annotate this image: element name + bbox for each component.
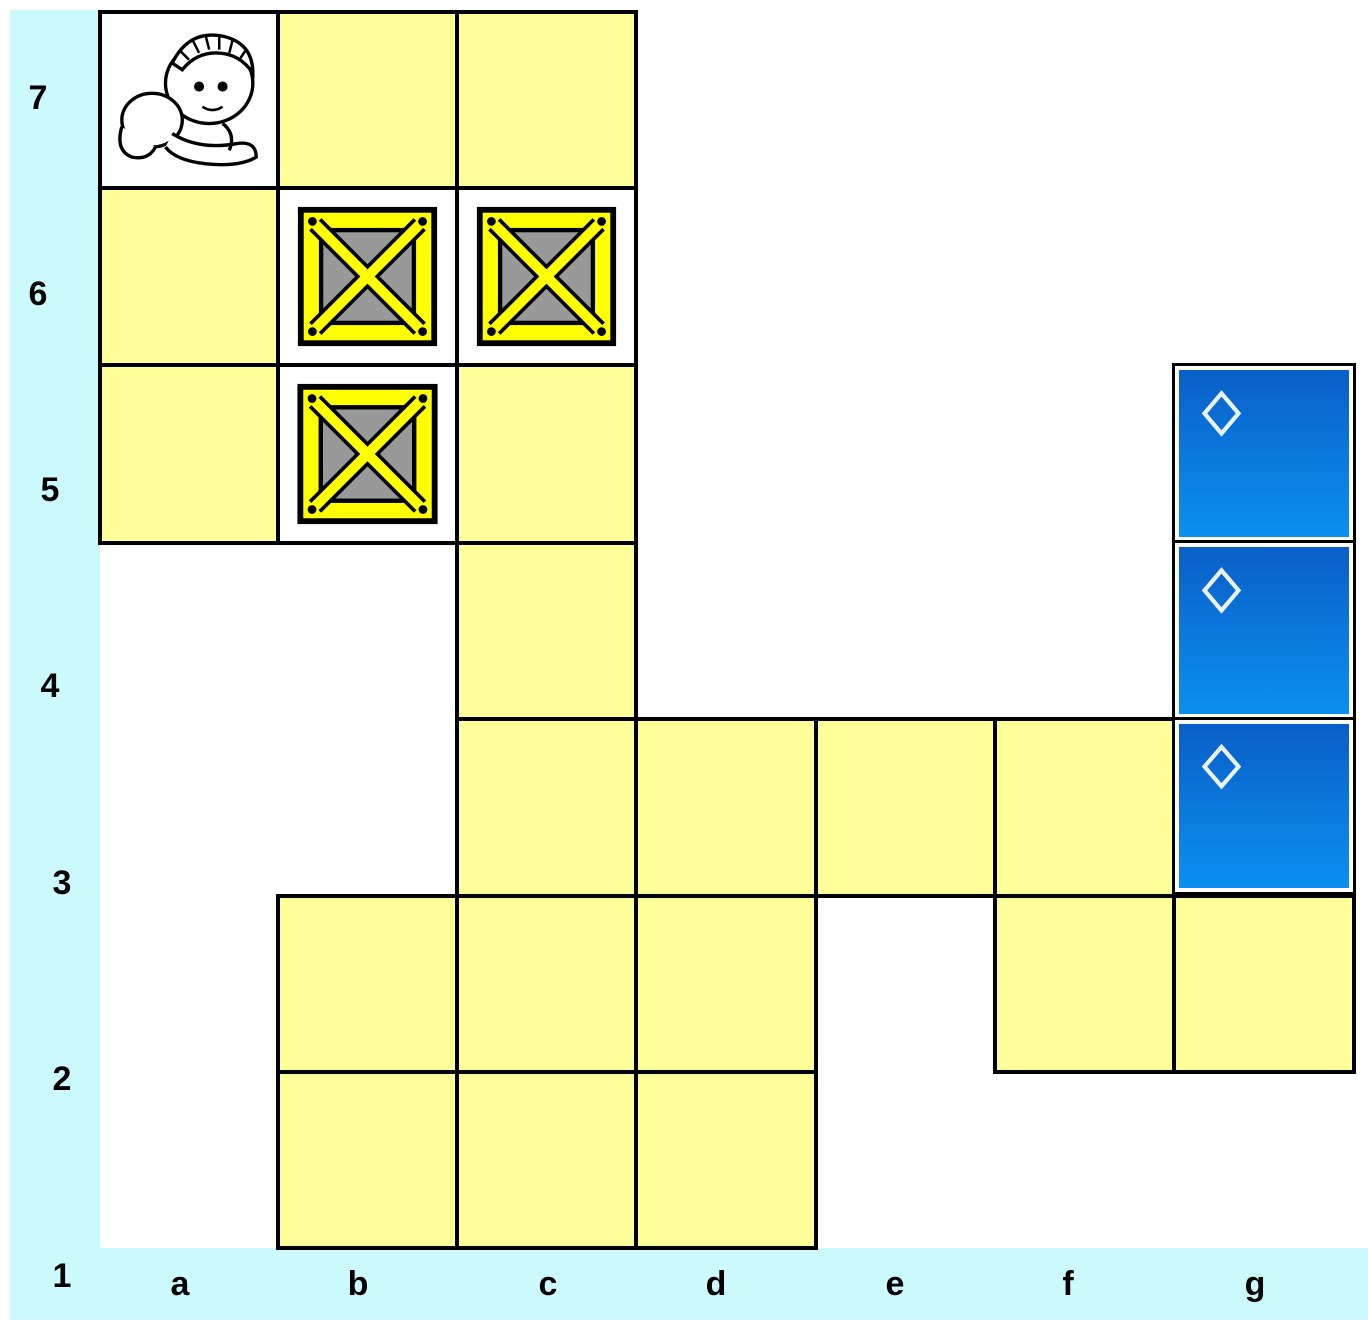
boy-icon <box>104 16 274 184</box>
column-label-d: d <box>706 1267 727 1301</box>
column-label-e: e <box>886 1267 905 1301</box>
row-label-5: 5 <box>41 473 60 507</box>
cell-box[interactable] <box>276 186 459 367</box>
column-label-strip <box>10 1248 1368 1320</box>
cell-floor[interactable] <box>455 541 638 721</box>
row-label-1: 1 <box>53 1259 72 1293</box>
row-label-6: 6 <box>29 277 48 311</box>
cell-target[interactable] <box>1172 540 1356 721</box>
cell-player[interactable] <box>98 10 280 190</box>
target-diamond-icon <box>1179 547 1349 714</box>
cell-target[interactable] <box>1172 363 1356 544</box>
row-label-3: 3 <box>53 866 72 900</box>
cell-floor[interactable] <box>993 717 1176 898</box>
cell-floor[interactable] <box>634 717 818 898</box>
target-diamond-icon <box>1179 370 1349 537</box>
cell-floor[interactable] <box>455 363 638 545</box>
crate-icon <box>294 381 441 527</box>
row-label-7: 7 <box>29 81 48 115</box>
cell-floor[interactable] <box>634 894 818 1074</box>
column-label-a: a <box>171 1267 190 1301</box>
column-label-g: g <box>1245 1267 1266 1301</box>
cell-floor[interactable] <box>276 894 459 1074</box>
column-label-b: b <box>348 1267 369 1301</box>
cell-floor[interactable] <box>455 1070 638 1250</box>
cell-floor[interactable] <box>276 1070 459 1250</box>
cell-box[interactable] <box>455 186 638 367</box>
crate-icon <box>473 204 620 349</box>
cell-floor[interactable] <box>455 10 638 190</box>
column-label-c: c <box>539 1267 558 1301</box>
target-diamond-icon <box>1179 724 1349 888</box>
cell-floor[interactable] <box>993 894 1176 1074</box>
crate-icon <box>294 204 441 349</box>
cell-floor[interactable] <box>98 186 280 367</box>
cell-floor[interactable] <box>98 363 280 545</box>
cell-target[interactable] <box>1172 717 1356 895</box>
cell-box[interactable] <box>276 363 459 545</box>
row-label-strip <box>10 10 100 1320</box>
row-label-2: 2 <box>53 1062 72 1096</box>
cell-floor[interactable] <box>276 10 459 190</box>
cell-floor[interactable] <box>634 1070 818 1250</box>
cell-floor[interactable] <box>1172 894 1356 1074</box>
cell-floor[interactable] <box>455 894 638 1074</box>
cell-floor[interactable] <box>455 717 638 898</box>
row-label-4: 4 <box>41 669 60 703</box>
cell-floor[interactable] <box>814 717 997 898</box>
column-label-f: f <box>1062 1267 1073 1301</box>
